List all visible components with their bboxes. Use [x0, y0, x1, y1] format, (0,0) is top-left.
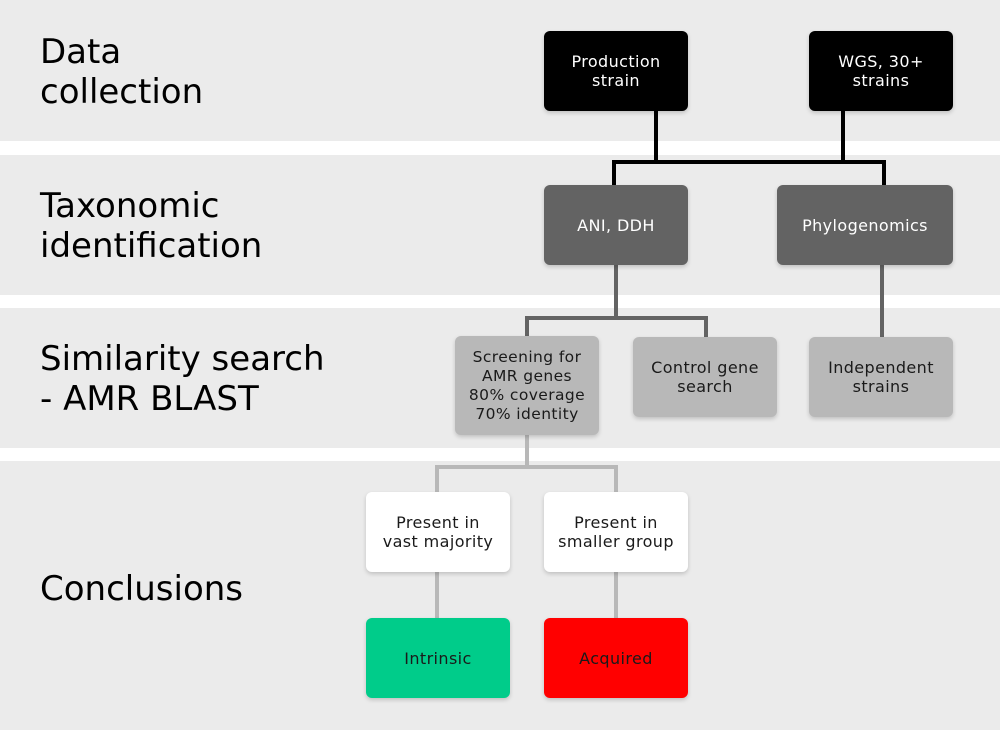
intrinsic-box: Intrinsic	[366, 618, 510, 698]
connector-data-to-taxonomy	[612, 110, 886, 185]
present-vast-majority-box: Present in vast majority	[366, 492, 510, 572]
connector-screening-to-conclusions	[435, 434, 618, 492]
control-gene-search-box: Control gene search	[633, 337, 777, 417]
acquired-box: Acquired	[544, 618, 688, 698]
connector-ani-to-similarity	[525, 264, 708, 337]
production-strain-box: Production strain	[544, 31, 688, 111]
phylogenomics-box: Phylogenomics	[777, 185, 953, 265]
independent-strains-box: Independent strains	[809, 337, 953, 417]
stage-label-similarity-search: Similarity search - AMR BLAST	[40, 339, 325, 419]
stage-label-data-collection: Data collection	[40, 32, 204, 112]
stage-label-conclusions: Conclusions	[40, 569, 244, 609]
ani-ddh-box: ANI, DDH	[544, 185, 688, 265]
wgs-strains-box: WGS, 30+ strains	[809, 31, 953, 111]
screening-amr-box: Screening for AMR genes 80% coverage 70%…	[455, 336, 599, 435]
stage-label-taxonomic-identification: Taxonomic identification	[40, 186, 263, 266]
present-smaller-group-box: Present in smaller group	[544, 492, 688, 572]
